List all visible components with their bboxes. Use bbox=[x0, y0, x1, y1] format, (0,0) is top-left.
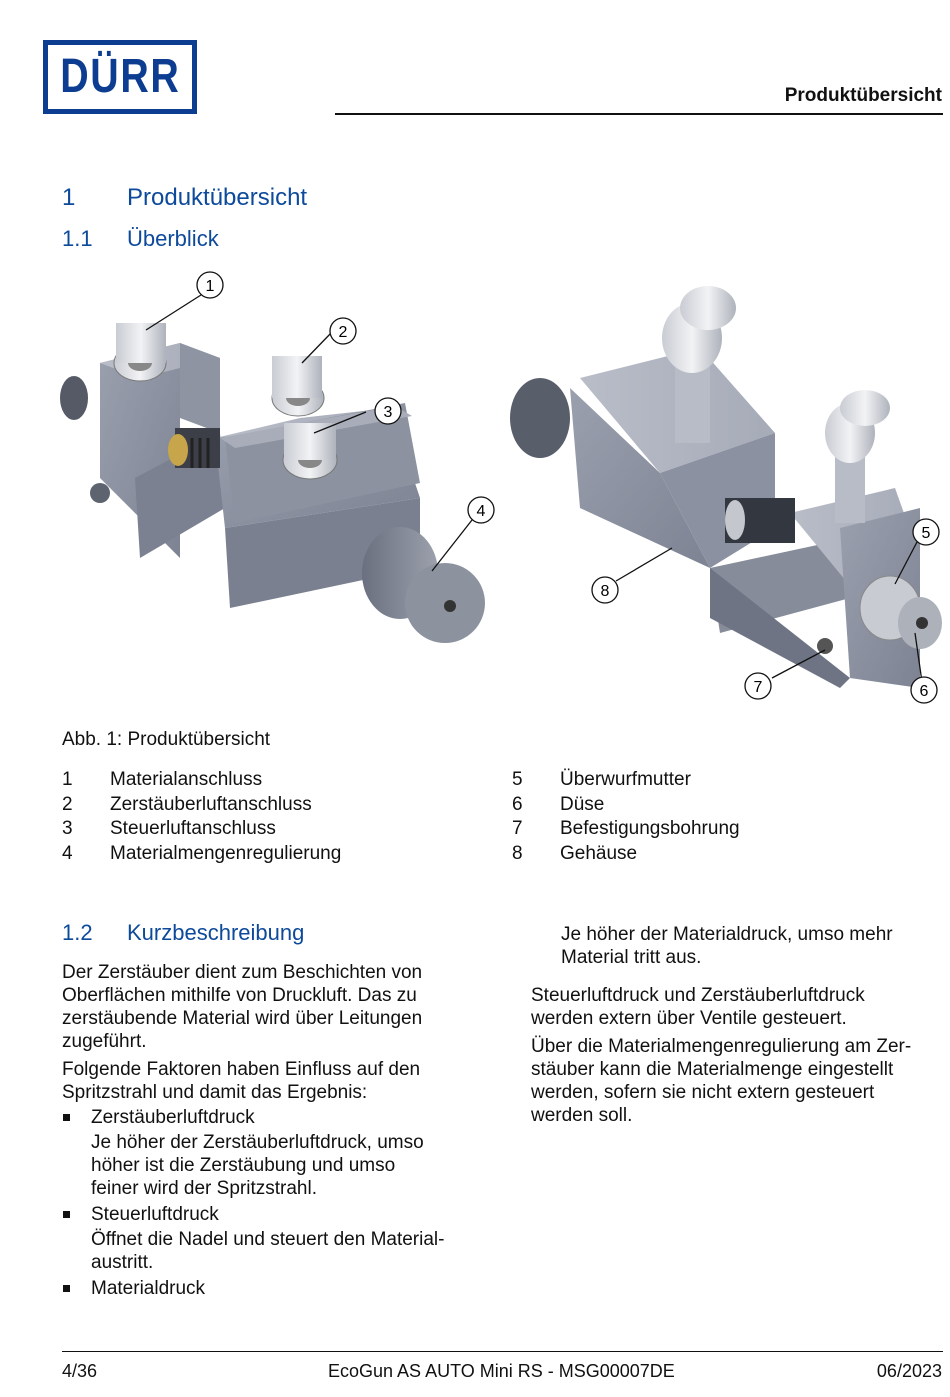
bullet-icon bbox=[63, 1211, 70, 1218]
paragraph-factors: Folgende Faktoren haben Einfluss auf den… bbox=[62, 1059, 421, 1103]
callout-1: 1 bbox=[196, 271, 224, 299]
callout-8: 8 bbox=[591, 576, 619, 604]
svg-text:1: 1 bbox=[206, 278, 215, 295]
svg-text:8: 8 bbox=[601, 583, 610, 600]
callout-3: 3 bbox=[374, 397, 402, 425]
paragraph-intro: Der Zerstäuber dient zum Beschichten von… bbox=[62, 962, 423, 1052]
right-device bbox=[510, 286, 942, 688]
callout-leaders bbox=[145, 294, 923, 683]
callout-7: 7 bbox=[744, 672, 772, 700]
callout-6: 6 bbox=[910, 676, 938, 704]
header-section-title: Produktübersicht bbox=[784, 85, 942, 106]
product-figure: 1 2 3 4 5 6 7 8 bbox=[60, 268, 945, 708]
product-illustration: 1 2 3 4 5 6 7 8 bbox=[60, 271, 942, 704]
svg-text:5: 5 bbox=[922, 525, 931, 542]
list-item: Steuerluftdruck Öffnet die Nadel und ste… bbox=[62, 1203, 492, 1274]
svg-text:7: 7 bbox=[754, 679, 763, 696]
list-item: Materialdruck bbox=[62, 1277, 492, 1300]
left-column: Der Zerstäuber dient zum Beschichten von… bbox=[62, 961, 492, 1300]
footer-divider bbox=[62, 1351, 943, 1352]
footer-date: 06/2023 bbox=[876, 1361, 942, 1381]
figure-caption: Abb. 1: Produktübersicht bbox=[62, 729, 271, 750]
svg-text:3: 3 bbox=[384, 404, 393, 421]
svg-text:6: 6 bbox=[920, 683, 929, 700]
callout-4: 4 bbox=[467, 496, 495, 524]
callout-5: 5 bbox=[912, 518, 940, 546]
bullet-icon bbox=[63, 1285, 70, 1292]
svg-text:2: 2 bbox=[339, 324, 348, 341]
svg-text:4: 4 bbox=[477, 503, 486, 520]
left-device bbox=[60, 323, 485, 643]
list-item: Zerstäuberluftdruck Je höher der Zerstäu… bbox=[62, 1106, 492, 1200]
footer-document-title: EcoGun AS AUTO Mini RS - MSG00007DE bbox=[328, 1361, 675, 1381]
footer-page-number: 4/36 bbox=[62, 1361, 98, 1381]
bullet-continuation: Je höher der Materialdruck, umso mehr Ma… bbox=[561, 924, 893, 968]
duerr-logo: DÜRR bbox=[43, 40, 197, 114]
bullet-icon bbox=[63, 1114, 70, 1121]
paragraph-material-regulation: Über die Materialmengenregulierung am Ze… bbox=[531, 1036, 912, 1126]
right-column: Je höher der Materialdruck, umso mehr Ma… bbox=[531, 923, 945, 1127]
paragraph-control-air: Steuerluftdruck und Zerstäuberluftdruck … bbox=[531, 985, 865, 1029]
callout-2: 2 bbox=[329, 317, 357, 345]
header-divider bbox=[335, 113, 943, 115]
